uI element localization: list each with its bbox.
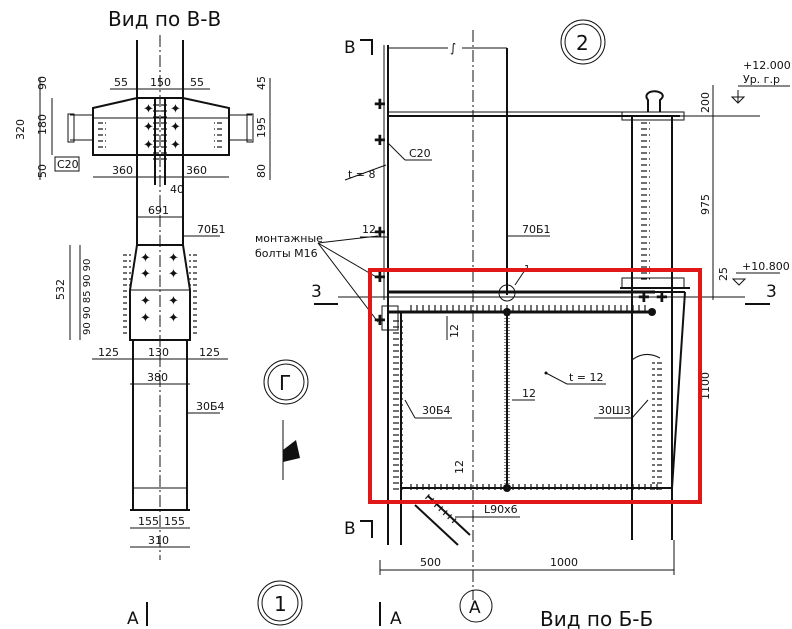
dim-180: 180 (36, 114, 49, 135)
svg-text:✦: ✦ (170, 138, 181, 153)
note-bolts-line2: болты М16 (255, 247, 318, 260)
profile-30b4-right: 30Б4 (422, 404, 451, 417)
svg-text:✦: ✦ (140, 267, 151, 282)
dim-55b: 55 (190, 76, 204, 89)
dim-500: 500 (420, 556, 441, 569)
profile-70b1-right: 70Б1 (522, 223, 551, 236)
node-marker-1: 1 (257, 580, 303, 626)
svg-text:✦: ✦ (143, 138, 154, 153)
axis-marker-a: А (459, 589, 493, 623)
svg-text:✚: ✚ (638, 290, 650, 306)
svg-text:✦: ✦ (168, 267, 179, 282)
profile-70b1-left: 70Б1 (197, 223, 226, 236)
dim-125b: 125 (199, 346, 220, 359)
svg-text:∫: ∫ (450, 41, 456, 55)
dim-90: 90 (36, 76, 49, 90)
dim-1000: 1000 (550, 556, 578, 569)
profile-c20-left: С20 (57, 158, 79, 171)
svg-text:✦: ✦ (168, 251, 179, 266)
section-mark-b-bottom: В (344, 519, 356, 539)
dim-150: 150 (150, 76, 171, 89)
section-mark-b-top: В (344, 38, 356, 58)
node-marker-g: Г (263, 359, 309, 405)
dim-380: 380 (147, 371, 168, 384)
svg-text:✚: ✚ (374, 313, 386, 329)
weld-symbol (282, 420, 300, 480)
svg-text:✚: ✚ (374, 270, 386, 286)
dim-12a: 12 (448, 324, 461, 338)
dim-155a: 155 (138, 515, 159, 528)
dim-12-top: 12 (362, 223, 376, 236)
dim-195: 195 (255, 117, 268, 138)
dim-360b: 360 (186, 164, 207, 177)
svg-text:✚: ✚ (656, 290, 668, 306)
dim-310: 310 (148, 534, 169, 547)
svg-text:✦: ✦ (170, 120, 181, 135)
svg-text:✦: ✦ (140, 251, 151, 266)
section-mark-a-left: А (127, 609, 139, 629)
svg-text:✦: ✦ (143, 120, 154, 135)
svg-text:✦: ✦ (140, 294, 151, 309)
section-mark-3-left: 3 (311, 282, 322, 302)
svg-text:2: 2 (576, 31, 589, 55)
dim-25: 25 (717, 267, 730, 281)
svg-text:✦: ✦ (168, 311, 179, 326)
profile-30b4-left: 30Б4 (196, 400, 225, 413)
elevation-top-sub: Ур. г.р (743, 73, 780, 86)
dim-130: 130 (148, 346, 169, 359)
dim-200: 200 (699, 92, 712, 113)
dim-975: 975 (699, 194, 712, 215)
left-view: Вид по В-В ✦✦ ✦✦ ✦✦ 55 150 55 90 3 (14, 7, 271, 629)
svg-text:✦: ✦ (170, 102, 181, 117)
note-bolts-line1: монтажные (255, 232, 323, 245)
dim-stack: 90 90 85 90 90 (82, 259, 93, 335)
section-mark-a-right: А (390, 609, 402, 629)
svg-text:✦: ✦ (168, 294, 179, 309)
svg-text:✚: ✚ (374, 97, 386, 113)
note-thickness-8: t = 8 (348, 168, 376, 181)
svg-text:✦: ✦ (143, 102, 154, 117)
dim-12c: 12 (453, 460, 466, 474)
dim-155b: 155 (164, 515, 185, 528)
profile-30sh3: 30Ш3 (598, 404, 631, 417)
svg-text:✦: ✦ (140, 311, 151, 326)
angle-brace (414, 490, 471, 546)
dim-360a: 360 (112, 164, 133, 177)
profile-c20-right: С20 (409, 147, 431, 160)
dim-45: 45 (255, 76, 268, 90)
svg-text:✚: ✚ (374, 225, 386, 241)
elevation-mid: +10.800 (742, 260, 790, 273)
svg-text:✚: ✚ (374, 133, 386, 149)
svg-text:А: А (469, 598, 481, 618)
profile-angle: L90х6 (484, 503, 518, 516)
dim-80: 80 (255, 164, 268, 178)
section-mark-3-right: 3 (766, 282, 777, 302)
dim-125a: 125 (98, 346, 119, 359)
view-title-vv: Вид по В-В (108, 7, 221, 31)
highlight-box (368, 268, 702, 504)
dim-40: 40 (170, 183, 184, 196)
dim-320: 320 (14, 119, 27, 140)
node-marker-2: 2 (560, 19, 606, 65)
dim-55a: 55 (114, 76, 128, 89)
dim-50: 50 (36, 164, 49, 178)
right-view: В В ∫ 70Б1 ✚ ✚ ✚ ✚ ✚ С20 t = 8 12 монтаж… (255, 30, 791, 629)
dim-12b: 12 (522, 387, 536, 400)
svg-text:Г: Г (279, 371, 291, 395)
svg-text:1: 1 (274, 592, 287, 616)
dim-691: 691 (148, 204, 169, 217)
dim-532: 532 (54, 279, 67, 300)
dim-1100: 1100 (699, 372, 712, 400)
view-title-bb: Вид по Б-Б (540, 607, 653, 629)
note-thickness-12: t = 12 (569, 371, 604, 384)
elevation-top: +12.000 (743, 59, 791, 72)
